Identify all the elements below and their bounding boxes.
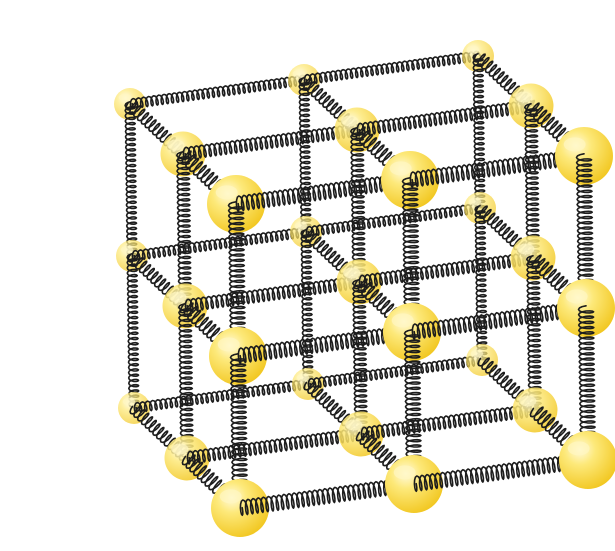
spring [124, 101, 138, 257]
spring [178, 303, 194, 459]
spring [413, 451, 591, 493]
spring [358, 251, 536, 289]
spring [409, 147, 587, 189]
spring [133, 378, 311, 414]
spring [352, 279, 368, 435]
spring [186, 427, 364, 465]
ball [512, 387, 558, 433]
spring [356, 99, 534, 137]
spring [305, 202, 483, 238]
spring [298, 77, 312, 233]
spring [524, 103, 540, 259]
ball [557, 279, 615, 337]
lattice-elements [114, 40, 615, 537]
spring [472, 53, 486, 209]
spring [235, 171, 413, 213]
ball [462, 40, 494, 72]
spring [300, 229, 314, 385]
ball [464, 192, 496, 224]
spring [307, 354, 485, 390]
ball [555, 127, 613, 185]
spring [360, 403, 538, 441]
spring [237, 323, 415, 365]
spring [350, 127, 366, 283]
spring [411, 299, 589, 341]
spring [474, 205, 488, 361]
spring [239, 475, 417, 517]
spring [526, 255, 542, 411]
spring [184, 275, 362, 313]
ball [466, 344, 498, 376]
spring [303, 50, 481, 86]
spring [131, 226, 309, 262]
ball [559, 431, 615, 489]
spring [126, 253, 140, 409]
spring [176, 151, 192, 307]
spring [129, 74, 307, 110]
spring [182, 123, 360, 161]
